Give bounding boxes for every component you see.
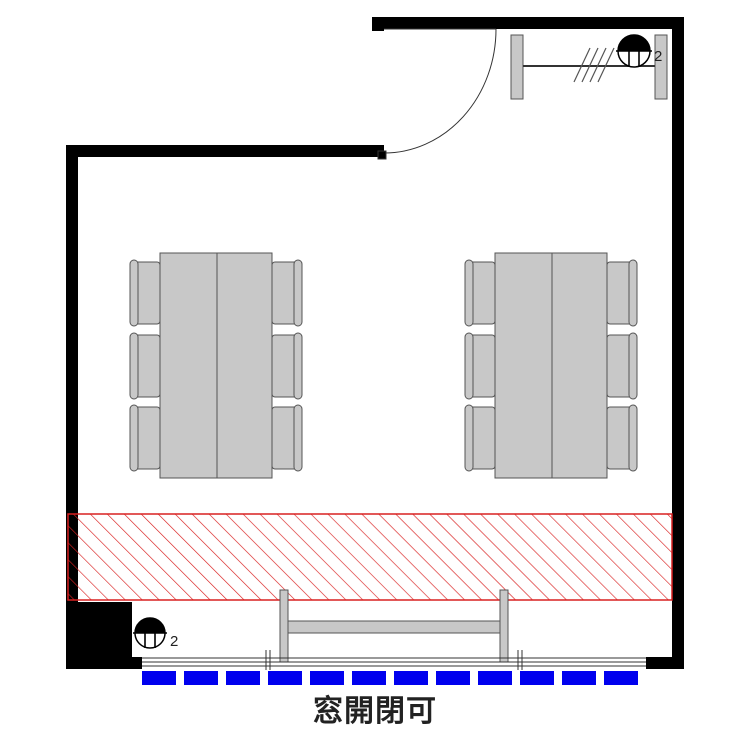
window-panel bbox=[604, 671, 638, 685]
window-panel bbox=[520, 671, 554, 685]
wall-bottom-right bbox=[646, 657, 684, 669]
window-panel bbox=[394, 671, 428, 685]
door-swing bbox=[383, 28, 497, 154]
chair bbox=[464, 332, 496, 400]
table-right-b bbox=[551, 252, 608, 479]
door bbox=[377, 28, 497, 160]
panel-post-right bbox=[499, 589, 509, 663]
table-left-b bbox=[216, 252, 273, 479]
chair bbox=[606, 404, 638, 472]
chairs-left bbox=[129, 259, 303, 472]
door-jamb bbox=[377, 150, 387, 160]
window-frame bbox=[142, 650, 646, 670]
chair bbox=[271, 332, 303, 400]
window-panels bbox=[142, 671, 638, 685]
hangers bbox=[573, 47, 615, 83]
wall-top-left bbox=[66, 145, 384, 157]
table-group-left bbox=[159, 252, 273, 479]
table-right-a bbox=[494, 252, 553, 479]
window-note: 窓開閉可 bbox=[313, 694, 437, 729]
wall-top-right bbox=[372, 17, 684, 29]
table-left-a bbox=[159, 252, 218, 479]
chair bbox=[464, 404, 496, 472]
window-panel bbox=[226, 671, 260, 685]
panel-bar bbox=[287, 620, 501, 634]
coat-rack bbox=[510, 34, 668, 100]
window-panel bbox=[184, 671, 218, 685]
walls bbox=[66, 17, 684, 669]
window-panel bbox=[436, 671, 470, 685]
window-panel bbox=[142, 671, 176, 685]
hatched-zone bbox=[67, 513, 673, 601]
rack-post-right bbox=[654, 34, 668, 100]
chair bbox=[271, 404, 303, 472]
chair bbox=[129, 259, 161, 327]
window-panel bbox=[478, 671, 512, 685]
wall-door-stub bbox=[372, 17, 384, 31]
chair bbox=[464, 259, 496, 327]
window-panel bbox=[268, 671, 302, 685]
table-group-right bbox=[494, 252, 608, 479]
sliding-panel bbox=[279, 589, 509, 663]
chair bbox=[271, 259, 303, 327]
panel-post-left bbox=[279, 589, 289, 663]
rack-post-left bbox=[510, 34, 524, 100]
chairs-right bbox=[464, 259, 638, 472]
chair bbox=[129, 332, 161, 400]
outlet-icon bbox=[133, 617, 167, 649]
window-panel bbox=[352, 671, 386, 685]
window-panel bbox=[562, 671, 596, 685]
outlet-tag-top: 2 bbox=[654, 48, 662, 65]
chair bbox=[606, 259, 638, 327]
outlet-tag-bottom: 2 bbox=[170, 633, 178, 650]
chair bbox=[129, 404, 161, 472]
window-panel bbox=[310, 671, 344, 685]
chair bbox=[606, 332, 638, 400]
wall-pillar bbox=[66, 602, 132, 666]
outlet-icon bbox=[616, 34, 652, 68]
wall-right bbox=[672, 17, 684, 669]
